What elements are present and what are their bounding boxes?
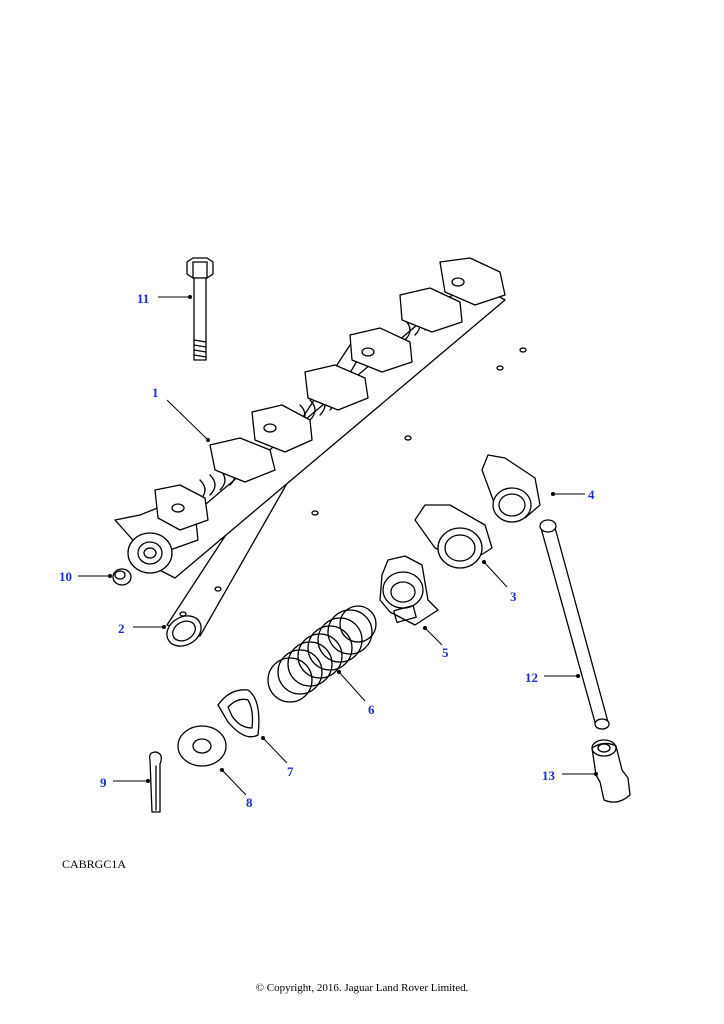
tappet-part-13: [591, 739, 631, 803]
spring-part-6: [267, 605, 377, 703]
callout-11: 11: [137, 291, 149, 306]
push-rod-part-12: [539, 519, 610, 730]
callout-9: 9: [100, 775, 107, 790]
callout-8: 8: [246, 795, 253, 810]
callout-2: 2: [118, 621, 125, 636]
callout-1: 1: [152, 385, 159, 400]
rocker-assembly-part-1: [114, 257, 506, 579]
bolt-part-11: [186, 257, 214, 361]
bracket-part-4: [481, 454, 541, 523]
leader-lines: [78, 295, 598, 796]
copyright-notice: © Copyright, 2016. Jaguar Land Rover Lim…: [255, 982, 469, 994]
callout-12: 12: [525, 670, 538, 685]
diagram-reference-code: CABRGC1A: [62, 857, 127, 871]
callout-3: 3: [510, 589, 517, 604]
callout-10: 10: [59, 569, 72, 584]
plug-part-10: [112, 568, 132, 586]
callout-4: 4: [588, 487, 595, 502]
washer-part-8: [177, 725, 227, 767]
bracket-part-3: [414, 504, 493, 569]
split-pin-part-9: [148, 751, 162, 813]
pedestal-part-5: [379, 555, 439, 626]
callout-13: 13: [542, 768, 556, 783]
callout-5: 5: [442, 645, 449, 660]
washer-part-7: [217, 689, 260, 738]
callout-6: 6: [368, 702, 375, 717]
callout-7: 7: [287, 764, 294, 779]
